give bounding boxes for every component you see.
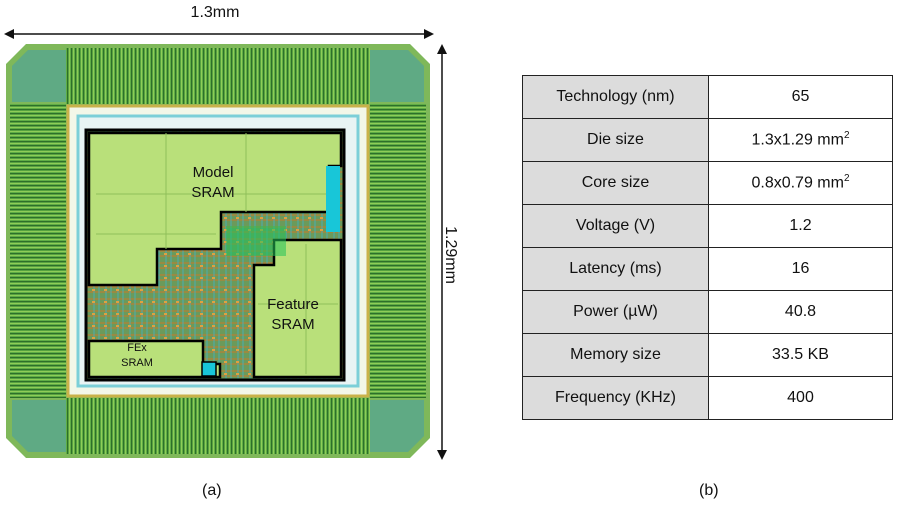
fex-sram-label-1: FEx (127, 342, 147, 354)
spec-value-superscript: 2 (843, 130, 850, 142)
spec-value: 1.2 (708, 204, 893, 248)
spec-value-text: 33.5 KB (772, 346, 829, 363)
model-sram-label-2: SRAM (191, 184, 234, 201)
spec-key: Frequency (KHz) (522, 376, 709, 420)
io-ring-bottom (66, 398, 370, 454)
model-sram-block (87, 131, 343, 287)
chip-layout: Model SRAM Feature SRAM FEx SRAM (6, 44, 430, 458)
spec-key: Voltage (V) (522, 204, 709, 248)
spec-value: 65 (708, 75, 893, 119)
spec-row: Technology (nm) 65 (522, 75, 893, 119)
die-width-label: 1.3mm (190, 4, 240, 21)
caption-a: (a) (202, 482, 222, 499)
io-ring-right (370, 104, 426, 398)
spec-value-text: 65 (791, 88, 810, 105)
caption-b: (b) (699, 482, 719, 499)
spec-row: Memory size 33.5 KB (522, 333, 893, 377)
io-ring-left (10, 104, 66, 398)
fex-sram-label-2: SRAM (121, 357, 153, 369)
spec-key: Die size (522, 118, 709, 162)
spec-row: Latency (ms) 16 (522, 247, 893, 291)
die-height-label: 1.29mm (442, 226, 459, 284)
feature-sram-label-1: Feature (267, 296, 319, 313)
spec-value: 40.8 (708, 290, 893, 334)
spec-row: Power (µW) 40.8 (522, 290, 893, 334)
spec-value: 1.3x1.29 mm2 (708, 118, 893, 162)
model-sram-label-1: Model (193, 164, 234, 181)
spec-value: 0.8x0.79 mm2 (708, 161, 893, 205)
feature-sram-label-2: SRAM (271, 316, 314, 333)
die-width-arrow (4, 29, 434, 39)
io-ring-top (66, 48, 370, 104)
spec-row: Frequency (KHz) 400 (522, 376, 893, 420)
spec-value: 400 (708, 376, 893, 420)
spec-value-text: 400 (787, 389, 814, 406)
spec-row: Voltage (V) 1.2 (522, 204, 893, 248)
spec-value-text: 1.3x1.29 mm (751, 131, 844, 149)
spec-value: 16 (708, 247, 893, 291)
die-height-arrow (437, 44, 447, 460)
spec-value-superscript: 2 (843, 173, 850, 185)
spec-value-text: 0.8x0.79 mm (751, 174, 844, 192)
spec-key: Power (µW) (522, 290, 709, 334)
spec-key: Memory size (522, 333, 709, 377)
spec-key: Core size (522, 161, 709, 205)
spec-key: Latency (ms) (522, 247, 709, 291)
spec-value-text: 40.8 (784, 303, 817, 320)
spec-value-text: 16 (791, 260, 810, 277)
spec-value-text: 1.2 (789, 217, 812, 234)
spec-key: Technology (nm) (522, 75, 709, 119)
spec-value: 33.5 KB (708, 333, 893, 377)
fex-sram-block (87, 339, 222, 379)
